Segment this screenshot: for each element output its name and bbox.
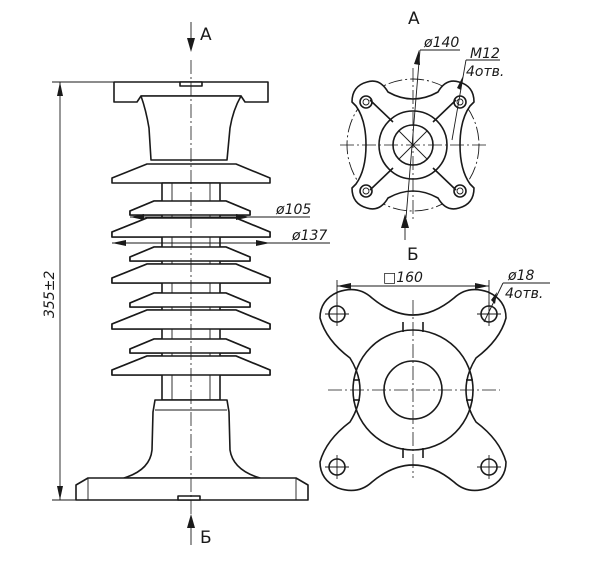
dim-dia-105: ø105 — [275, 202, 311, 218]
dim-dia-137: ø137 — [291, 228, 327, 244]
dim-hole-count: 4отв. — [505, 286, 543, 302]
view-label-bottom: Б — [200, 528, 212, 548]
insulator-side-view: А Б 355±2 ø105 ø137 — [42, 22, 330, 548]
section-label-b: Б — [407, 245, 419, 265]
dim-hole-dia: ø18 — [507, 268, 534, 284]
view-a-title: А — [408, 9, 420, 29]
dim-thread-holes: 4отв. — [466, 64, 504, 80]
dim-square: □160 — [383, 270, 423, 286]
height-dimension: 355±2 — [42, 271, 58, 318]
view-a-top-flange: А ø140 Б M12 — [340, 9, 504, 265]
dim-dia-140: ø140 — [423, 35, 459, 51]
view-b-bottom-flange: □160 ø18 4отв. — [319, 268, 550, 492]
view-label-top: А — [200, 25, 212, 45]
dim-thread: M12 — [470, 46, 500, 62]
bottom-pedestal — [123, 399, 261, 479]
